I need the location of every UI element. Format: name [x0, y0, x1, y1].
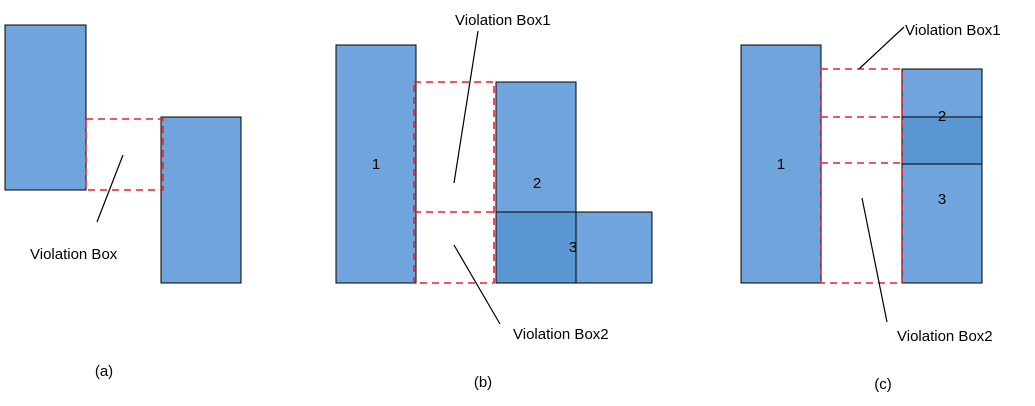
- panel-c-caption: (c): [874, 376, 892, 393]
- panel-c-block-1-label: 1: [777, 156, 785, 173]
- panel-b-block-1-label: 1: [372, 156, 380, 173]
- panel-c-overlap: [901, 116, 983, 165]
- panel-b-caption: (b): [474, 374, 492, 391]
- panel-c-violation-box-1: [820, 68, 903, 284]
- panel-b-overlap: [495, 211, 577, 284]
- panel-b: 1 2 3 Violation Box1 Violation Box2 (b): [335, 12, 653, 391]
- panel-a-left-block: [4, 24, 87, 191]
- panel-b-leader-1: [453, 30, 479, 184]
- panel-b-violation2-label: Violation Box2: [513, 326, 609, 343]
- panel-c-leader-1: [858, 26, 905, 70]
- panel-a-violation-box: [85, 118, 164, 191]
- panel-a-caption: (a): [95, 363, 113, 380]
- panel-b-leader-2: [453, 244, 501, 325]
- panel-b-block-1: [335, 44, 417, 284]
- panel-a-violation-label: Violation Box: [30, 246, 118, 263]
- panel-c: 1 2 3 Violation Box1 Violation Box2 (c): [740, 22, 1001, 393]
- panel-b-violation1-label: Violation Box1: [455, 12, 551, 29]
- panel-c-block-2-label: 2: [938, 108, 946, 125]
- panel-c-violation2-label: Violation Box2: [897, 328, 993, 345]
- panel-c-block-1: [740, 44, 822, 284]
- panel-c-block-3-label: 3: [938, 191, 946, 208]
- panel-a: Violation Box (a): [4, 24, 242, 380]
- panel-a-right-block: [160, 116, 242, 284]
- panel-b-block-3-label: 3: [569, 239, 577, 256]
- panel-c-violation1-label: Violation Box1: [905, 22, 1001, 39]
- panel-b-violation-box-1: [413, 81, 495, 284]
- panel-a-leader-line: [96, 154, 124, 223]
- panel-c-leader-2: [861, 197, 888, 323]
- panel-b-block-2-label: 2: [533, 175, 541, 192]
